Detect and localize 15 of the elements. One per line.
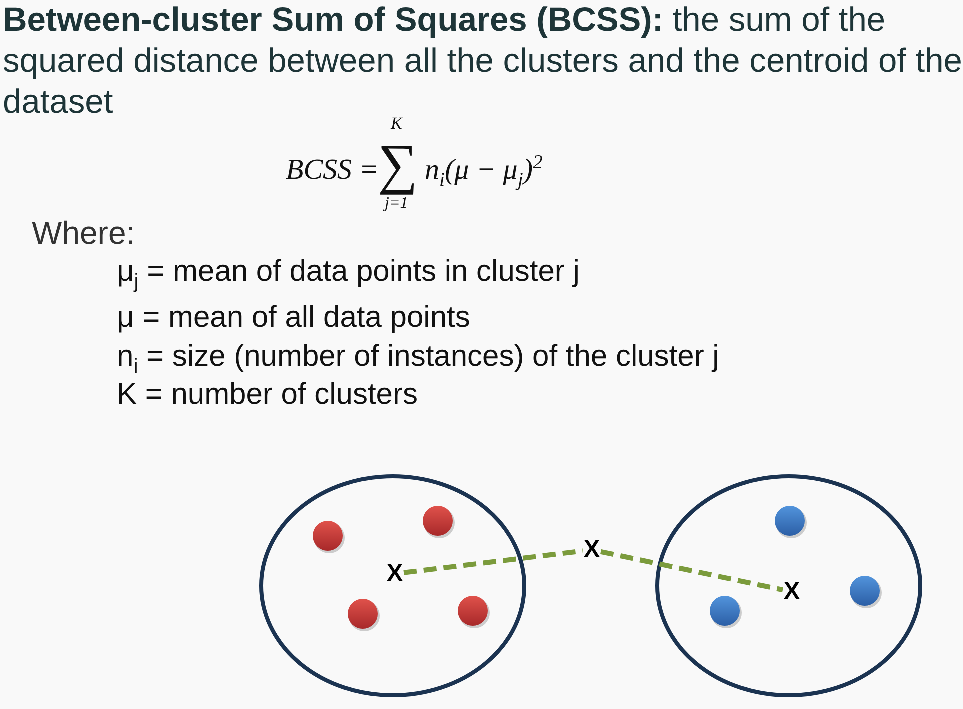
formula-text: BCSS =: [286, 153, 379, 187]
sum-lower-limit: j=1: [385, 195, 408, 214]
definition-line: μ$_{j}$ = mean of data points in cluster j: [117, 254, 580, 291]
dashed-line: [404, 548, 584, 576]
sum-symbol: ∑: [378, 137, 418, 193]
centroid-mark: X: [583, 539, 601, 561]
definition-line: μ = mean of all data points: [117, 300, 470, 336]
definition-line: K = number of clusters: [117, 377, 418, 413]
dashed-line: [600, 549, 784, 593]
centroid-mark: X: [783, 581, 801, 603]
centroid-mark: X: [386, 563, 404, 585]
definition-line: n$_{i}$ = size (number of instances) of the cluster j: [117, 339, 720, 376]
where-label: Where:: [32, 214, 136, 252]
cluster-circle: [259, 474, 527, 698]
cluster-circle: [655, 474, 923, 698]
